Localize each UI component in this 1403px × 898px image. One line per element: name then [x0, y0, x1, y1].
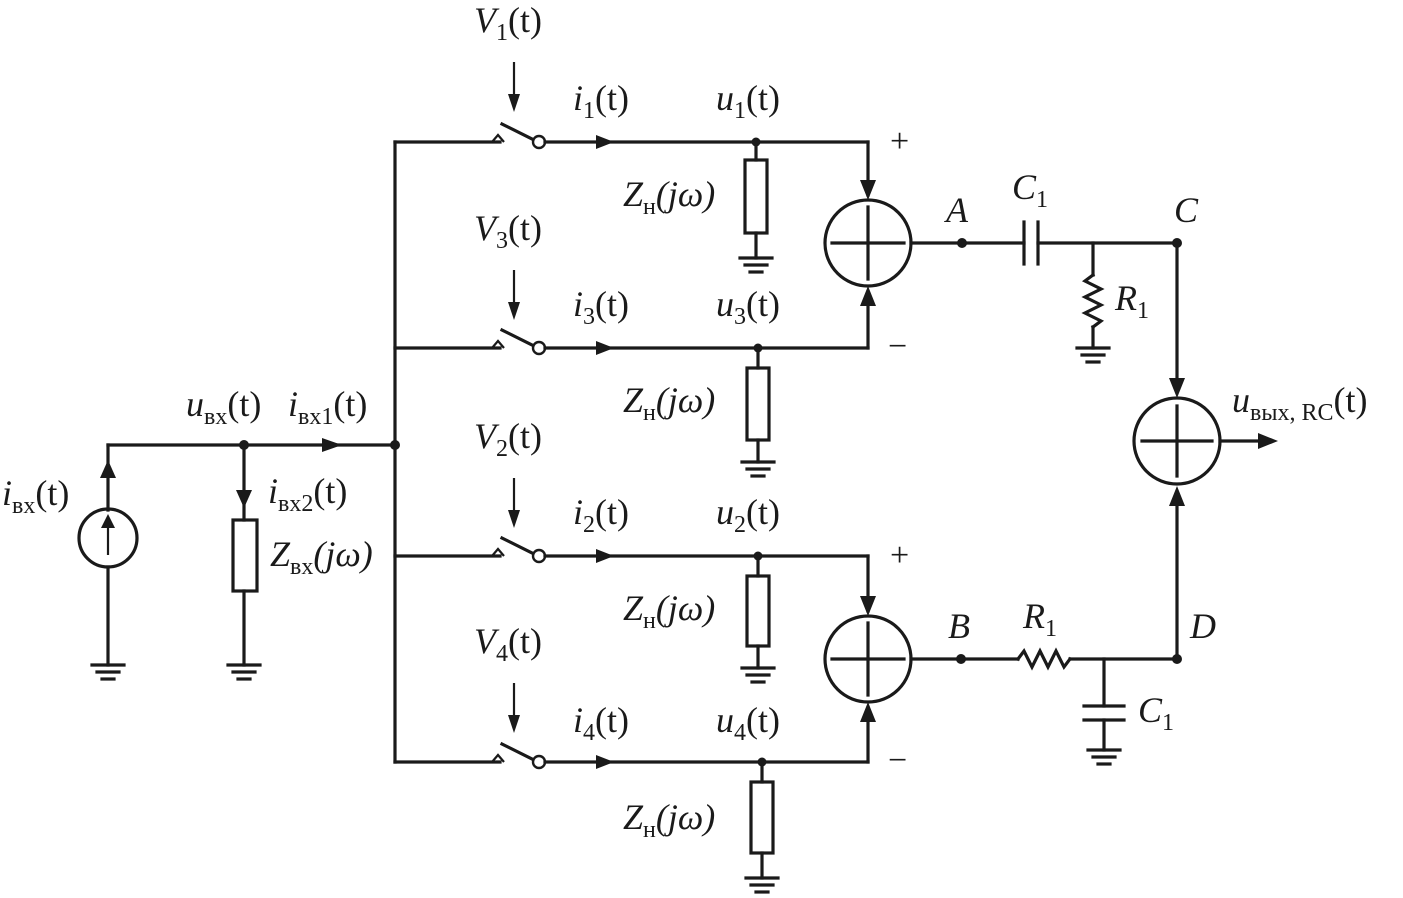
branch-voltage-label: u3(t) [716, 284, 780, 330]
branch-voltage-label: u4(t) [716, 700, 780, 746]
current-arrow-icon [100, 460, 116, 478]
node-d-label: D [1189, 606, 1216, 646]
branch-current-label: i1(t) [573, 78, 629, 124]
capacitor-c1-label: C1 [1012, 167, 1048, 213]
summer-top: + − [823, 123, 913, 365]
load-impedance [745, 574, 771, 648]
resistor-r1-label: R1 [1114, 278, 1149, 324]
ground-symbol [1086, 748, 1122, 766]
switch-blade [499, 535, 535, 556]
load-impedance-label: Zн(jω) [623, 380, 715, 426]
load-impedance [749, 780, 775, 855]
summer-bottom: + − [823, 537, 913, 779]
input-section: iвх(t) uвх(t) iвх1(t) iвх2(t) Zвх(jω) [2, 384, 400, 681]
switch-blade [499, 741, 535, 762]
load-impedance [745, 366, 771, 442]
top-rc-filter: A C C1 R1 [909, 167, 1199, 398]
resistor-r1-label: R1 [1022, 596, 1057, 642]
control-signal-label: V3(t) [474, 208, 542, 254]
control-arrow-icon [508, 510, 520, 528]
node-b-dot [956, 654, 966, 664]
branch-current-arrow-icon [236, 490, 252, 508]
input-voltage-label: uвх(t) [186, 384, 261, 430]
resistor-zigzag [1081, 272, 1105, 330]
arrow-up-icon [860, 286, 876, 306]
current-arrow-icon [596, 549, 614, 563]
control-arrow-icon [508, 302, 520, 320]
ground-symbol [740, 460, 776, 478]
capacitor-c1-label: C1 [1138, 690, 1174, 736]
branch-current-label: i3(t) [573, 284, 629, 330]
control-signal-label: V4(t) [474, 621, 542, 667]
node-c-label: C [1174, 190, 1199, 230]
bottom-rc-filter: B D R1 C1 [909, 486, 1216, 766]
node-b-label: B [948, 606, 970, 646]
load-impedance [743, 158, 769, 235]
load-impedance-label: Zн(jω) [623, 797, 715, 843]
control-signal-label: V2(t) [474, 416, 542, 462]
output-arrow-icon [1258, 433, 1278, 449]
branch-voltage-label: u1(t) [716, 78, 780, 124]
switch-branches: V1(t) i1(t) u1(t) Zн(jω) V3(t) i3(t) u3(t) Zн(j… [393, 0, 870, 894]
arrow-down-icon [860, 596, 876, 616]
switch-contact [531, 340, 547, 356]
plus-sign: + [890, 537, 909, 574]
arrow-up-icon [1169, 486, 1185, 506]
source-arrow-icon [101, 514, 115, 528]
switch-pivot [491, 339, 505, 349]
switch-contact [531, 754, 547, 770]
arrow-up-icon [860, 702, 876, 722]
input-current-arrow-icon [322, 438, 342, 452]
switch-blade [499, 327, 535, 348]
resistor-zigzag [1015, 647, 1073, 671]
switch-contact [531, 134, 547, 150]
branch-3: V2(t) i2(t) u2(t) Zн(jω) [393, 416, 870, 684]
branch-voltage-label: u2(t) [716, 492, 780, 538]
arrow-down-icon [1169, 378, 1185, 398]
current-arrow-icon [596, 755, 614, 769]
switch-pivot [491, 547, 505, 557]
control-arrow-icon [508, 715, 520, 733]
ground-symbol [1075, 346, 1111, 364]
current-arrow-icon [596, 341, 614, 355]
minus-sign: − [888, 742, 907, 779]
branch-1: V1(t) i1(t) u1(t) Zн(jω) [393, 0, 870, 274]
input-current-2-label: iвх2(t) [268, 471, 347, 517]
output-voltage-label: uвых, RC(t) [1232, 380, 1367, 426]
arrow-down-icon [860, 180, 876, 200]
switch-pivot [491, 753, 505, 763]
branch-current-label: i2(t) [573, 492, 629, 538]
ground-symbol [744, 876, 780, 894]
switch-blade [499, 121, 535, 142]
ground-symbol [740, 666, 776, 684]
node-a-dot [957, 238, 967, 248]
load-impedance-label: Zн(jω) [623, 174, 715, 220]
input-impedance-label: Zвх(jω) [270, 534, 373, 580]
input-current-1-label: iвх1(t) [288, 384, 367, 430]
current-arrow-icon [596, 135, 614, 149]
input-impedance [231, 518, 259, 593]
control-signal-label: V1(t) [474, 0, 542, 46]
switch-pivot [491, 133, 505, 143]
plus-sign: + [890, 123, 909, 160]
ground-symbol [226, 663, 262, 681]
node-a-label: A [944, 190, 969, 230]
ground-symbol [738, 256, 774, 274]
branch-2: V3(t) i3(t) u3(t) Zн(jω) [393, 208, 870, 478]
source-current-label: iвх(t) [2, 473, 69, 519]
control-arrow-icon [508, 94, 520, 112]
summer-output: uвых, RC(t) [1132, 380, 1367, 486]
current-source [77, 443, 139, 667]
branch-current-label: i4(t) [573, 700, 629, 746]
switch-contact [531, 548, 547, 564]
ground-symbol [90, 663, 126, 681]
load-impedance-label: Zн(jω) [623, 588, 715, 634]
minus-sign: − [888, 328, 907, 365]
branch-4: V4(t) i4(t) u4(t) Zн(jω) [393, 621, 870, 894]
